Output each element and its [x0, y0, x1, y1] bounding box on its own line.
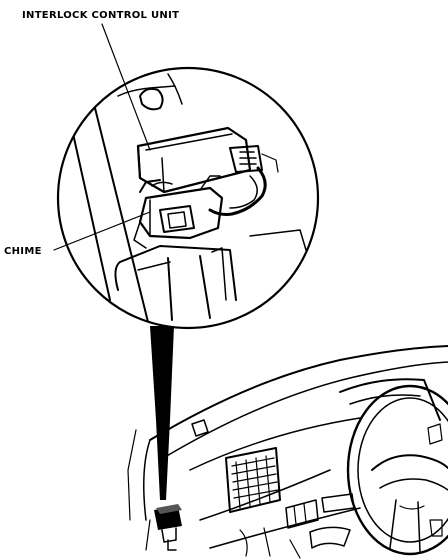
dashboard-overview	[127, 345, 448, 559]
chime-label: CHIME	[4, 246, 42, 257]
interlock-control-unit-label: INTERLOCK CONTROL UNIT	[22, 10, 180, 21]
callout-leaders	[53, 23, 151, 251]
detail-interior	[69, 73, 307, 328]
detail-magnifier	[56, 66, 320, 330]
location-pointer	[150, 326, 174, 500]
